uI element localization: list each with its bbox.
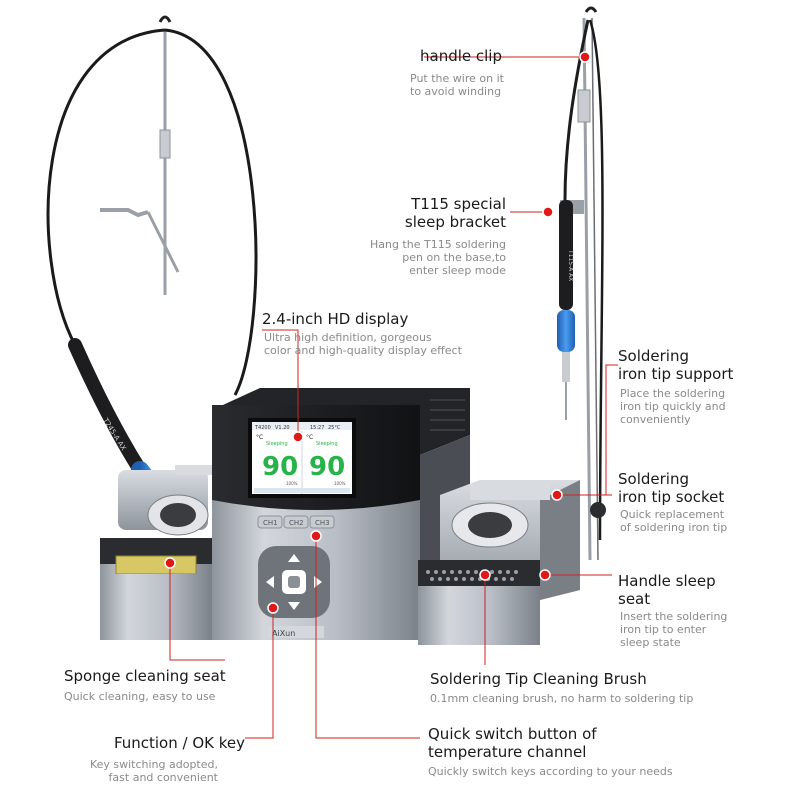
sleep-bracket-title-1: T115 special bbox=[411, 195, 506, 213]
function-dpad bbox=[258, 546, 330, 618]
ch2-label: CH2 bbox=[289, 519, 304, 527]
tip-support-title-2: iron tip support bbox=[618, 365, 734, 383]
screen-time: 15:27 bbox=[310, 425, 324, 431]
screen-pct-left: 100% bbox=[286, 481, 298, 486]
hd-display: T4200 V1.20 15:27 25°C °C Sleeping °C Sl… bbox=[248, 418, 356, 498]
quick-switch-title-2: temperature channel bbox=[428, 743, 587, 761]
handle-clip-desc-1: Put the wire on it bbox=[410, 72, 504, 85]
screen-value-left: 90 bbox=[262, 452, 298, 482]
screen-pct-right: 100% bbox=[334, 481, 346, 486]
screen-model: T4200 bbox=[254, 425, 271, 431]
spring-coil bbox=[159, 129, 171, 159]
sleep-seat-desc-1: Insert the soldering bbox=[620, 610, 728, 623]
tip-socket-desc-2: of soldering iron tip bbox=[620, 521, 728, 534]
screen-ambient-temp: 25°C bbox=[328, 425, 341, 431]
function-key-marker bbox=[267, 602, 279, 614]
ch3-button[interactable] bbox=[309, 515, 335, 529]
ch1-button[interactable] bbox=[257, 515, 283, 529]
brush-title: Soldering Tip Cleaning Brush bbox=[430, 670, 647, 688]
function-key-title: Function / OK key bbox=[113, 734, 245, 752]
brush-marker bbox=[479, 569, 491, 581]
handle-clip-title: handle clip bbox=[420, 47, 502, 65]
display-title: 2.4-inch HD display bbox=[262, 310, 409, 328]
display-desc-2: color and high-quality display effect bbox=[264, 344, 462, 357]
function-key-desc-2: fast and convenient bbox=[108, 771, 218, 784]
brush-cleaning-seat bbox=[418, 560, 540, 645]
tip-socket-desc-1: Quick replacement bbox=[620, 508, 725, 521]
ch3-label: CH3 bbox=[315, 519, 330, 527]
right-iron-model-text: T115-A AX bbox=[567, 249, 574, 281]
left-station-cable bbox=[164, 28, 258, 396]
screen-unit-left: °C bbox=[256, 434, 263, 441]
tip-socket-rack bbox=[470, 484, 550, 500]
screen-value-right: 90 bbox=[309, 452, 345, 482]
sleep-bracket-desc-1: Hang the T115 soldering bbox=[369, 238, 506, 251]
left-arrow-icon[interactable] bbox=[266, 576, 274, 588]
right-soldering-iron: T115-A AX bbox=[557, 19, 590, 420]
sleep-seat-desc-2: iron tip to enter bbox=[620, 623, 707, 636]
tip-socket-title-2: iron tip socket bbox=[618, 488, 725, 506]
quick-switch-title-1: Quick switch button of bbox=[428, 725, 597, 743]
tip-support-title-1: Soldering bbox=[618, 347, 689, 365]
left-sleep-base bbox=[118, 465, 215, 536]
down-arrow-icon[interactable] bbox=[288, 602, 300, 610]
screen-mode-right: Sleeping bbox=[316, 441, 338, 447]
sponge-marker bbox=[164, 557, 176, 569]
sleep-bracket-marker bbox=[542, 206, 554, 218]
right-holder bbox=[560, 6, 604, 561]
sleep-seat-desc-3: sleep state bbox=[620, 636, 681, 649]
main-station: T4200 V1.20 15:27 25°C °C Sleeping °C Sl… bbox=[212, 388, 470, 640]
left-handle-clip bbox=[158, 15, 172, 23]
sleep-bracket-desc-2: pen on the base,to bbox=[402, 251, 506, 264]
sleep-seat-title-1: Handle sleep bbox=[618, 572, 716, 590]
sponge-title: Sponge cleaning seat bbox=[64, 667, 226, 685]
sponge-cleaning-seat bbox=[100, 538, 212, 640]
callout-lines bbox=[164, 51, 618, 739]
display-marker bbox=[292, 431, 304, 443]
up-arrow-icon[interactable] bbox=[288, 554, 300, 562]
tip-support-desc-3: conveniently bbox=[620, 413, 691, 426]
display-desc-1: Ultra high definition, gorgeous bbox=[264, 331, 432, 344]
sponge bbox=[115, 555, 197, 575]
quick-switch-marker bbox=[310, 530, 322, 542]
tip-support-desc-2: iron tip quickly and bbox=[620, 400, 726, 413]
quick-switch-desc: Quickly switch keys according to your ne… bbox=[428, 765, 673, 778]
screen-version: V1.20 bbox=[275, 425, 290, 431]
sponge-desc: Quick cleaning, easy to use bbox=[64, 690, 216, 703]
sleep-bracket-desc-3: enter sleep mode bbox=[409, 264, 506, 277]
channel-buttons: CH1 CH2 CH3 bbox=[257, 515, 335, 529]
left-tip-bracket bbox=[100, 208, 149, 218]
function-key-desc-1: Key switching adopted, bbox=[89, 758, 218, 771]
sleep-bracket-title-2: sleep bracket bbox=[404, 213, 506, 231]
handle-clip-marker bbox=[579, 51, 591, 63]
right-handle-clip bbox=[584, 6, 598, 13]
screen-mode-left: Sleeping bbox=[266, 441, 288, 447]
sleep-seat-marker bbox=[539, 569, 551, 581]
screen-unit-right: °C bbox=[306, 434, 313, 441]
tip-socket-marker bbox=[551, 489, 563, 501]
left-holder bbox=[46, 15, 258, 396]
left-iron-cable bbox=[46, 28, 166, 346]
brand-logo: AiXun bbox=[272, 629, 295, 638]
ch1-label: CH1 bbox=[263, 519, 278, 527]
tip-support-desc-1: Place the soldering bbox=[620, 387, 726, 400]
tip-socket-title-1: Soldering bbox=[618, 470, 689, 488]
ch2-button[interactable] bbox=[283, 515, 309, 529]
sleep-seat-title-2: seat bbox=[618, 590, 651, 608]
brush-desc: 0.1mm cleaning brush, no harm to solderi… bbox=[430, 692, 694, 705]
handle-clip-desc-2: to avoid winding bbox=[410, 85, 502, 98]
right-cable bbox=[588, 19, 604, 541]
